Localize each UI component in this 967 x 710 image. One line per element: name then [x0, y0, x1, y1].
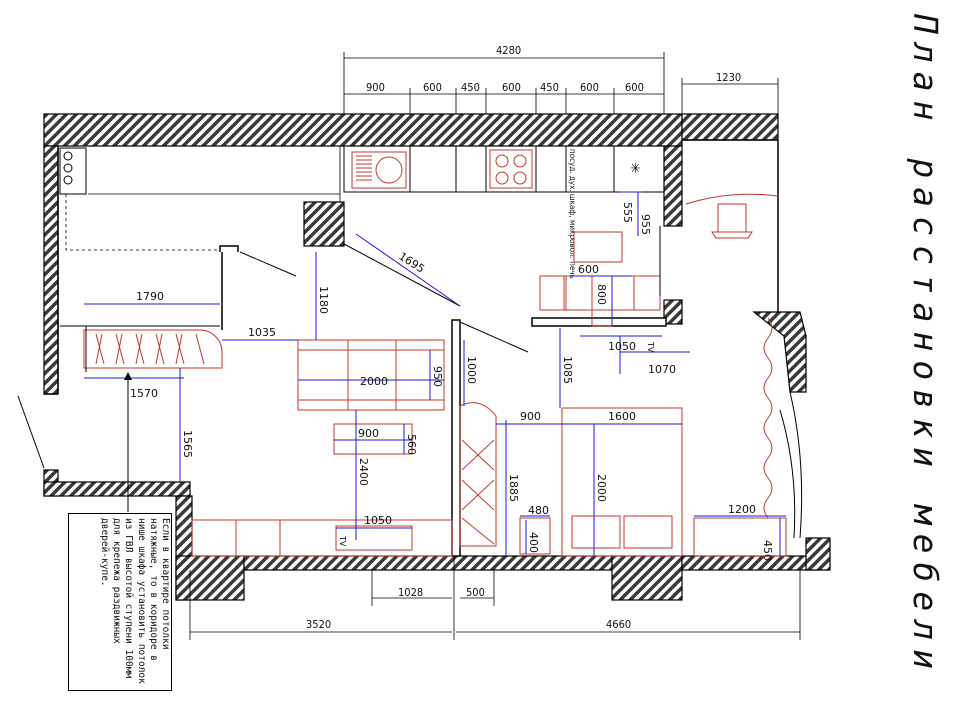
- left-room-outline: [58, 145, 341, 251]
- title-wrap: План расстановки мебели: [905, 14, 945, 678]
- hob-icon: [489, 149, 533, 189]
- sideboard: [191, 519, 453, 557]
- dim-955: 955: [639, 214, 652, 235]
- dim-480: 480: [528, 504, 549, 517]
- dim-1790: 1790: [136, 290, 164, 303]
- dim-1050-tv2: 1050: [608, 340, 636, 353]
- chair-icon: [711, 203, 753, 239]
- dim-2000-bed: 2000: [595, 474, 608, 502]
- dim-1565: 1565: [181, 430, 194, 458]
- dim-900-bed: 900: [520, 410, 541, 423]
- dim-bottom-right: 4660: [606, 618, 631, 631]
- dim-1035: 1035: [248, 326, 276, 339]
- dim-bottom-500: 500: [466, 586, 485, 599]
- dim-900-table: 900: [358, 427, 379, 440]
- dim-555: 555: [621, 202, 634, 223]
- dim-top-450b: 450: [540, 81, 559, 94]
- wardrobe-bedroom: [459, 402, 497, 547]
- dim-600: 600: [578, 263, 599, 276]
- dim-bottom-left: 3520: [306, 618, 331, 631]
- nightstand: [519, 517, 551, 555]
- dim-1000: 1000: [465, 356, 478, 384]
- dim-400: 400: [527, 532, 540, 553]
- dim-1180: 1180: [317, 286, 330, 314]
- dim-1085: 1085: [561, 356, 574, 384]
- dim-top-450a: 450: [461, 81, 480, 94]
- kitchen-counter: [343, 145, 665, 193]
- dim-top-total: 4280: [496, 44, 521, 57]
- dim-1695: 1695: [396, 250, 427, 276]
- page-title: План расстановки мебели: [906, 14, 945, 678]
- desk: [693, 517, 787, 557]
- dim-950: 950: [431, 366, 444, 387]
- dining-set: [539, 231, 661, 327]
- tv-label-2: TV: [646, 341, 655, 353]
- walls: [43, 113, 831, 601]
- dim-chains: [189, 52, 801, 640]
- arc-counter: [685, 193, 779, 205]
- star-mark: ✳: [630, 161, 641, 177]
- dim-2400: 2400: [357, 458, 370, 486]
- dim-1050-tv: 1050: [364, 514, 392, 527]
- tv-stand: [335, 525, 413, 551]
- dim-top-600a: 600: [423, 81, 442, 94]
- appliances-label: посуд. дух. шкаф, микровол. печь: [568, 149, 577, 279]
- dim-top-right: 1230: [716, 71, 741, 84]
- partitions: [44, 139, 779, 557]
- coffee-table: [333, 423, 413, 455]
- dim-2000-sofa: 2000: [360, 375, 388, 388]
- dim-top-900: 900: [366, 81, 385, 94]
- dim-top-600c: 600: [580, 81, 599, 94]
- note-text: Если в квартире потолки натяжные, то в к…: [98, 518, 171, 684]
- dim-top-600b: 600: [502, 81, 521, 94]
- dim-450: 450: [761, 540, 774, 561]
- dim-1600: 1600: [608, 410, 636, 423]
- blue-dimensions: [84, 191, 786, 556]
- dim-top-600d: 600: [625, 81, 644, 94]
- curtain: [763, 317, 773, 519]
- dim-1570: 1570: [130, 387, 158, 400]
- sink-icon: [351, 151, 407, 189]
- fridge-icon: [59, 147, 87, 195]
- dim-1200: 1200: [728, 503, 756, 516]
- dim-bottom-1028: 1028: [398, 586, 423, 599]
- dim-800: 800: [595, 284, 608, 305]
- dim-1070: 1070: [648, 363, 676, 376]
- dim-1885: 1885: [507, 474, 520, 502]
- sofa: [297, 339, 445, 411]
- wardrobe-hall: [83, 329, 223, 369]
- note-box: Если в квартире потолки натяжные, то в к…: [68, 513, 172, 691]
- tv-label-1: TV: [338, 535, 347, 547]
- dim-560: 560: [405, 434, 418, 455]
- bed: [561, 407, 683, 557]
